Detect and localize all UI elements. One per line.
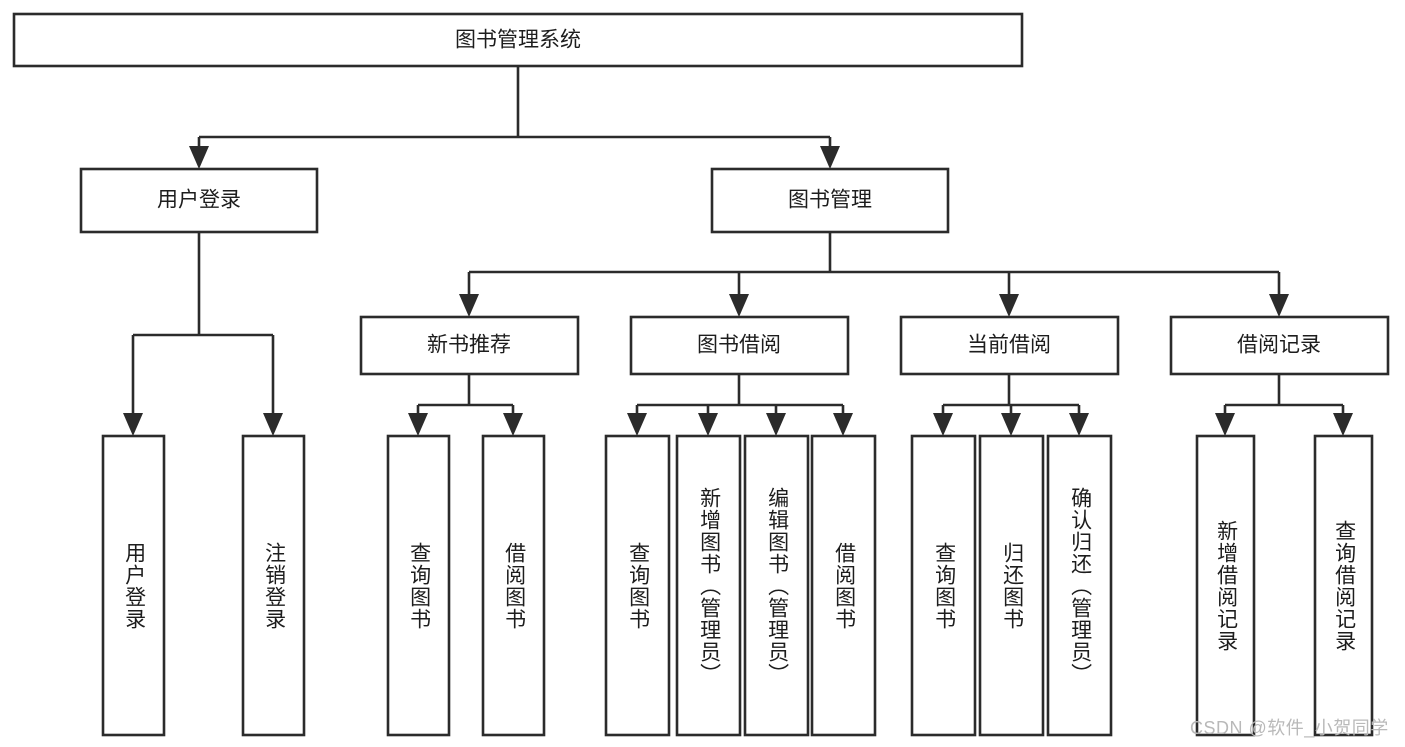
arrow-head-borrow-books-leaf-3 [766, 413, 786, 436]
arrow-head-root-to-book-mgmt [820, 146, 840, 169]
node-label-book-borrow: 图书借阅 [697, 334, 781, 357]
arrow-head-current-borrow-leaf-1 [933, 413, 953, 436]
node-label-borrow-records: 借阅记录 [1237, 334, 1321, 357]
arrow-head-borrow-books-leaf-2 [698, 413, 718, 436]
node-box-borrow-records[interactable] [1169, 315, 1390, 376]
leaf-box-add-book-admin[interactable] [675, 434, 742, 737]
leaf-box-query-books-recommend[interactable] [386, 434, 451, 737]
node-box-current-borrow[interactable] [899, 315, 1120, 376]
leaf-box-borrow-book[interactable] [810, 434, 877, 737]
connector-group-borrow-records [1215, 374, 1353, 436]
arrow-head-borrow-books-leaf-1 [627, 413, 647, 436]
node-label-current-borrow: 当前借阅 [967, 334, 1051, 357]
connector-group-current-borrow [933, 374, 1089, 436]
connector-group-borrow-books [627, 374, 853, 436]
leaf-box-query-books-current[interactable] [910, 434, 977, 737]
arrow-head-user-login-leaf-2 [263, 413, 283, 436]
node-box-book-management[interactable] [710, 167, 950, 234]
node-label-book-management: 图书管理 [788, 189, 872, 212]
arrow-head-borrow-books-leaf-4 [833, 413, 853, 436]
arrow-head-current-borrow-leaf-3 [1069, 413, 1089, 436]
arrow-head-new-books-leaf-2 [503, 413, 523, 436]
arrow-head-book-mgmt-new-books [459, 294, 479, 317]
node-label-root: 图书管理系统 [455, 29, 581, 52]
arrow-head-new-books-leaf-1 [408, 413, 428, 436]
node-box-book-borrow[interactable] [629, 315, 850, 376]
arrow-head-borrow-records-leaf-2 [1333, 413, 1353, 436]
arrow-head-borrow-records-leaf-1 [1215, 413, 1235, 436]
arrow-head-book-mgmt-borrow [729, 294, 749, 317]
leaf-box-query-borrow-record[interactable] [1313, 434, 1374, 737]
node-box-user-login[interactable] [79, 167, 319, 234]
connector-group-root [189, 66, 840, 169]
node-box-root[interactable] [12, 12, 1024, 68]
leaf-box-borrow-books-recommend[interactable] [481, 434, 546, 737]
node-label-new-book-recommend: 新书推荐 [427, 334, 511, 357]
leaf-box-user-login[interactable] [101, 434, 166, 737]
leaf-box-confirm-return-admin[interactable] [1046, 434, 1113, 737]
connector-group-user-login [123, 232, 283, 436]
arrow-head-user-login-leaf-1 [123, 413, 143, 436]
arrow-head-root-to-user-login [189, 146, 209, 169]
leaf-box-add-borrow-record[interactable] [1195, 434, 1256, 737]
leaf-box-logout[interactable] [241, 434, 306, 737]
node-label-user-login: 用户登录 [157, 189, 241, 212]
arrow-head-book-mgmt-records [1269, 294, 1289, 317]
node-box-new-book-recommend[interactable] [359, 315, 580, 376]
leaf-box-return-book[interactable] [978, 434, 1045, 737]
watermark: CSDN @软件_小贺同学 [1190, 718, 1389, 738]
leaf-box-edit-book-admin[interactable] [743, 434, 810, 737]
connector-group-new-books [408, 374, 523, 436]
arrow-head-current-borrow-leaf-2 [1001, 413, 1021, 436]
arrow-head-book-mgmt-current [999, 294, 1019, 317]
connector-group-book-mgmt [459, 232, 1289, 317]
leaf-box-query-books-borrow[interactable] [604, 434, 671, 737]
